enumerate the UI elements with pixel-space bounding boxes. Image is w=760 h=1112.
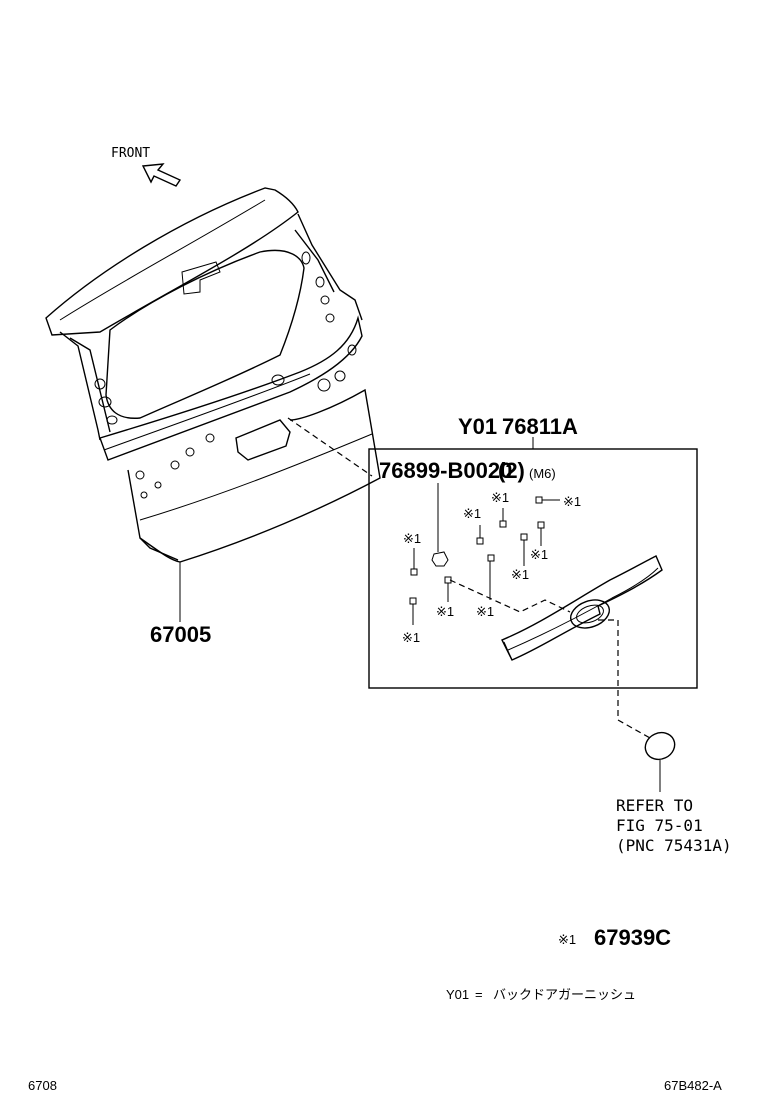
clip-marker: ※1 [476, 604, 494, 619]
clip-icon [537, 521, 545, 529]
garnish-kit-box [368, 437, 698, 689]
reference-line-3: (PNC 75431A) [616, 836, 732, 855]
clip-marker: ※1 [436, 604, 454, 619]
clip-markers: ※1 ※1 ※1 ※1 ※1 ※1 ※1 ※1 ※1 [402, 490, 581, 645]
reference-note: REFER TO FIG 75-01 (PNC 75431A) [616, 796, 732, 855]
clip-icon [520, 533, 528, 541]
garnish-bar-drawing [501, 555, 663, 661]
clip-marker: ※1 [463, 506, 481, 521]
clip-icon [535, 496, 543, 504]
back-door-part-number: 67005 [150, 622, 211, 647]
back-door-panel-drawing [45, 187, 381, 622]
garnish-code: Y01 [458, 414, 497, 439]
legend-code: Y01 [446, 987, 469, 1002]
drawing-id: 67B482-A [664, 1078, 722, 1093]
clip-icon [409, 597, 417, 605]
emblem-drawing [644, 731, 676, 761]
legend-equals: = [475, 987, 483, 1002]
nut-part-number: 76899-B0020 [379, 458, 512, 483]
front-arrow-icon [141, 163, 182, 187]
reference-line-1: REFER TO [616, 796, 693, 815]
clip-part-marker: ※1 [558, 932, 576, 947]
front-label: FRONT [111, 146, 150, 161]
nut-quantity: (2) [498, 458, 525, 483]
clip-marker: ※1 [402, 630, 420, 645]
clip-icon [499, 520, 507, 528]
clip-icon [476, 537, 484, 545]
legend-description: バックドアガーニッシュ [493, 987, 636, 1002]
clip-marker: ※1 [403, 531, 421, 546]
clip-icon [410, 568, 418, 576]
clip-marker: ※1 [511, 567, 529, 582]
clip-marker: ※1 [491, 490, 509, 505]
nut-size: (M6) [529, 466, 556, 481]
front-indicator: FRONT [111, 146, 182, 187]
reference-line-2: FIG 75-01 [616, 816, 703, 835]
clip-marker: ※1 [563, 494, 581, 509]
clip-icon [487, 554, 495, 562]
clip-part-number: 67939C [594, 925, 671, 950]
clip-marker: ※1 [530, 547, 548, 562]
nut-icon [431, 551, 449, 567]
figure-number: 6708 [28, 1078, 57, 1093]
garnish-part-number: 76811A [502, 414, 578, 439]
